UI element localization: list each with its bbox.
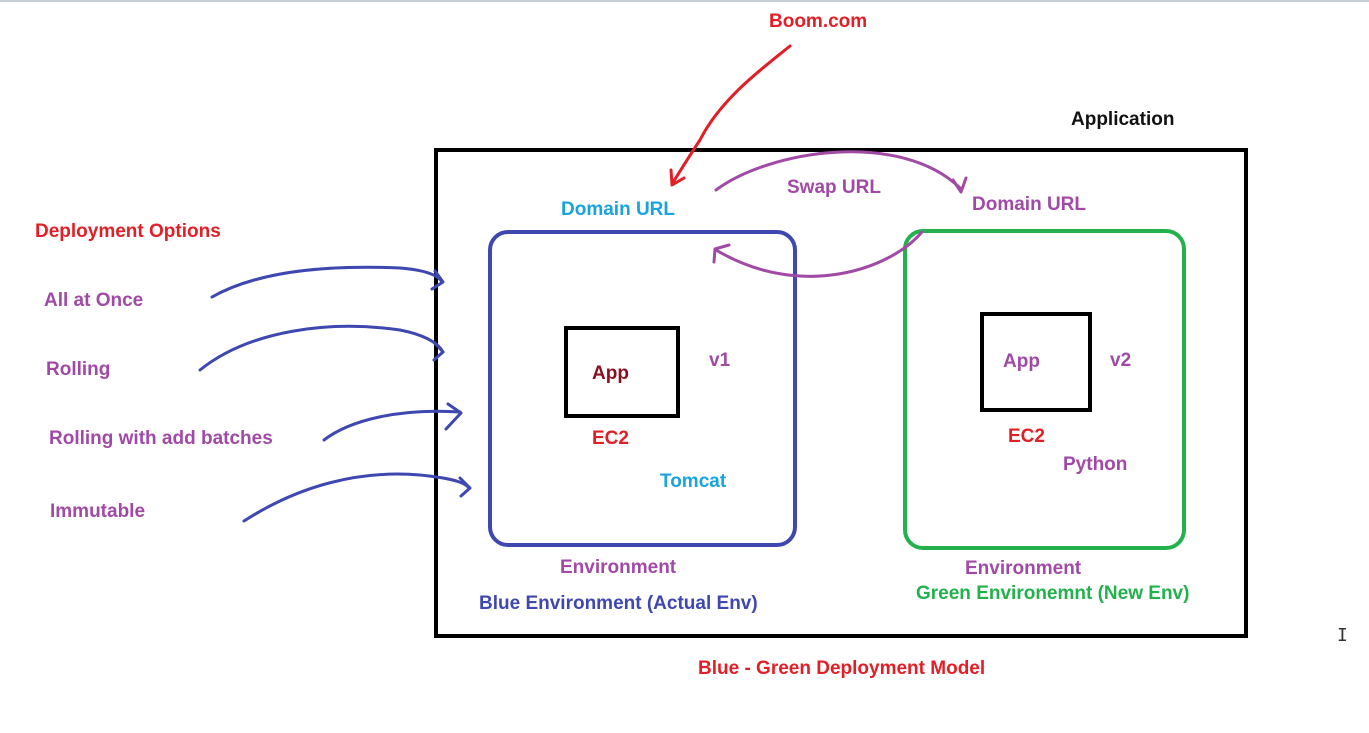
green-app-label: App bbox=[1003, 351, 1040, 372]
swap-arrow-top bbox=[714, 150, 962, 192]
option-arrowhead-3 bbox=[444, 402, 463, 431]
option-arrow-1 bbox=[210, 265, 444, 299]
deployment-option-all-at-once: All at Once bbox=[44, 290, 144, 311]
swap-arrowhead-bottom bbox=[712, 243, 731, 264]
green-environment-name: Green Environemnt (New Env) bbox=[916, 583, 1190, 604]
window-top-border bbox=[0, 0, 1369, 2]
swap-url-label: Swap URL bbox=[787, 177, 881, 198]
green-domain-url-label: Domain URL bbox=[972, 194, 1086, 215]
boom-arrowhead bbox=[669, 168, 686, 187]
deployment-options-title: Deployment Options bbox=[35, 221, 221, 242]
green-app-box bbox=[980, 312, 1092, 412]
text-cursor-icon: I bbox=[1337, 625, 1348, 646]
boom-domain-label: Boom.com bbox=[769, 11, 868, 32]
green-ec2-label: EC2 bbox=[1008, 426, 1045, 447]
option-arrow-3 bbox=[322, 409, 462, 442]
swap-arrow-bottom bbox=[714, 230, 924, 278]
diagram-title: Blue - Green Deployment Model bbox=[698, 658, 986, 679]
application-box bbox=[434, 148, 1248, 638]
application-label: Application bbox=[1071, 109, 1175, 130]
option-arrowhead-4 bbox=[458, 476, 472, 498]
option-arrowhead-2 bbox=[432, 341, 445, 362]
swap-arrowhead-top bbox=[951, 176, 968, 194]
option-arrow-4 bbox=[242, 472, 471, 523]
blue-version-label: v1 bbox=[709, 350, 731, 371]
blue-server-label: Tomcat bbox=[660, 471, 727, 492]
deployment-option-immutable: Immutable bbox=[50, 501, 146, 522]
blue-environment-box bbox=[488, 230, 797, 547]
option-arrowhead-1 bbox=[430, 269, 445, 291]
blue-environment-name: Blue Environment (Actual Env) bbox=[479, 593, 758, 614]
blue-app-label: App bbox=[592, 363, 629, 384]
blue-ec2-label: EC2 bbox=[592, 428, 629, 449]
green-environment-label: Environment bbox=[965, 558, 1082, 579]
deployment-option-rolling-batches: Rolling with add batches bbox=[49, 428, 273, 449]
blue-app-box bbox=[564, 326, 680, 418]
boom-arrow bbox=[670, 44, 792, 186]
green-server-label: Python bbox=[1063, 454, 1128, 475]
blue-domain-url-label: Domain URL bbox=[561, 199, 675, 220]
option-arrow-2 bbox=[198, 324, 445, 372]
deployment-option-rolling: Rolling bbox=[46, 359, 111, 380]
green-version-label: v2 bbox=[1110, 350, 1132, 371]
green-environment-box bbox=[903, 229, 1186, 550]
blue-environment-label: Environment bbox=[560, 557, 677, 578]
